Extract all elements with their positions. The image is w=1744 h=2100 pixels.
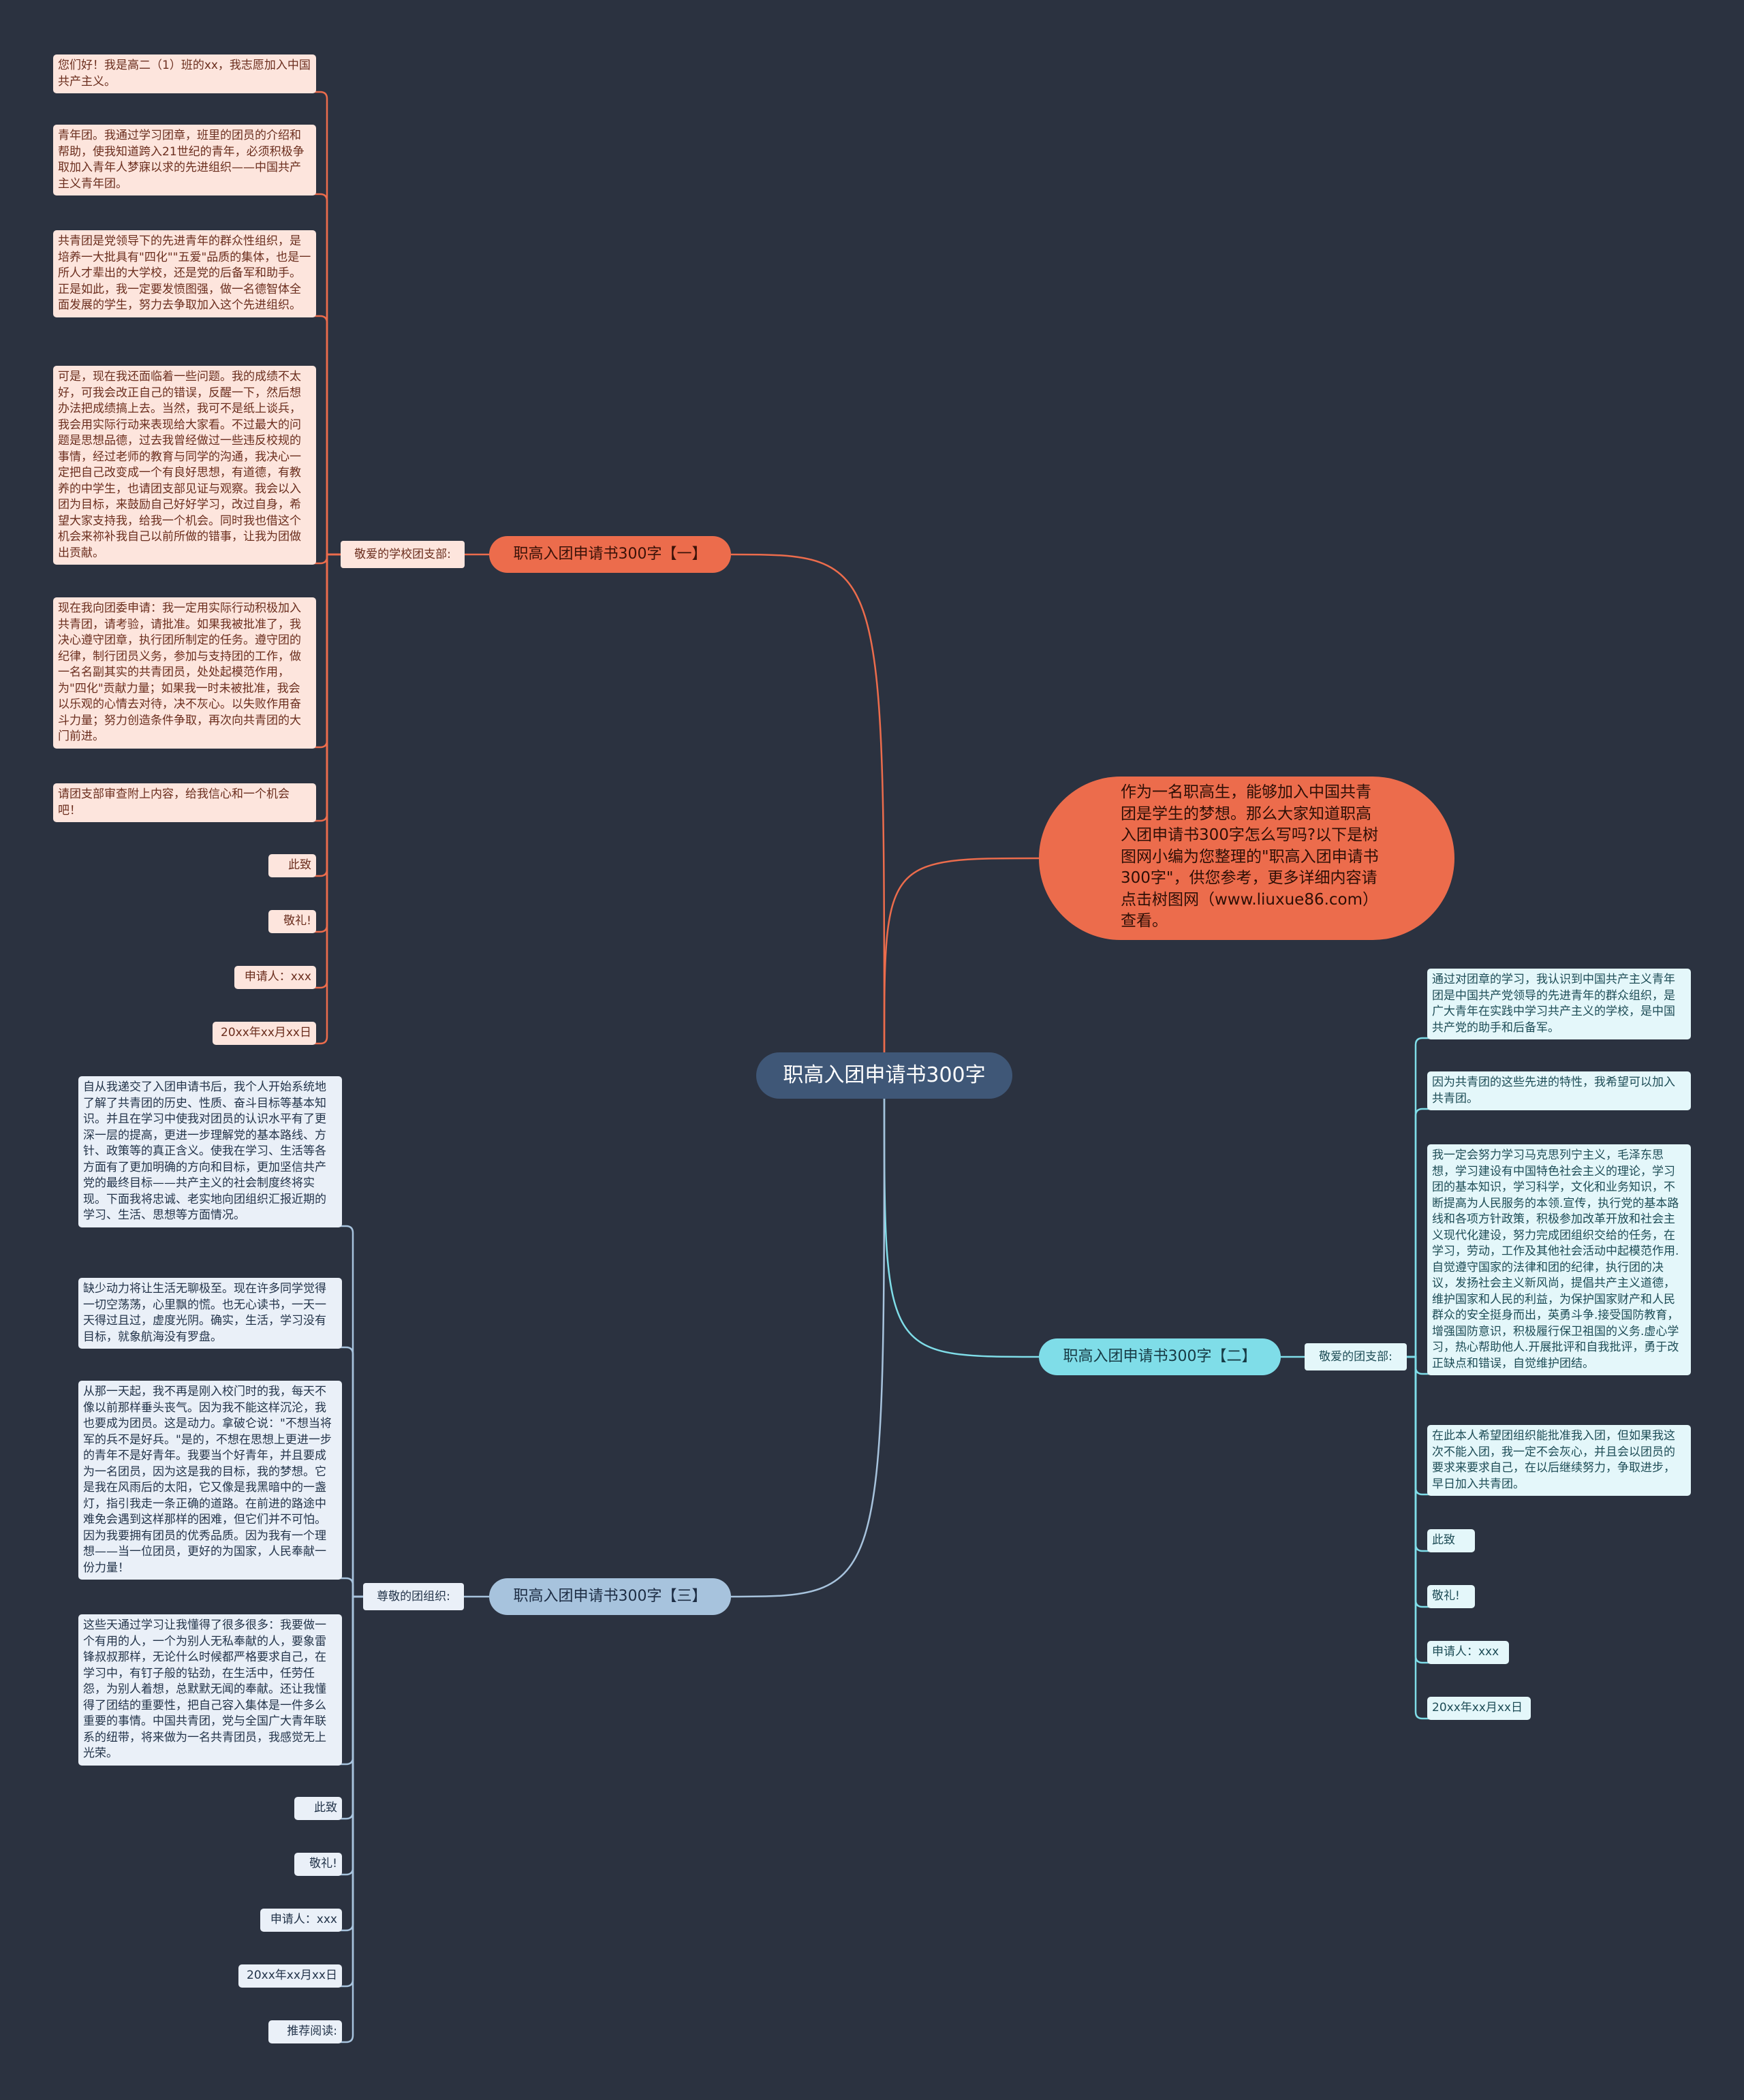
branch-1-item[interactable]: 共青团是党领导下的先进青年的群众性组织，是培养一大批具有"四化""五爱"品质的集… xyxy=(53,230,316,317)
edge-b2i6 xyxy=(1407,1355,1431,1664)
branch-1-item[interactable]: 20xx年xx月xx日 xyxy=(213,1022,316,1045)
edge-b1i1 xyxy=(312,193,341,556)
branch-2-salutation[interactable]: 敬爱的团支部: xyxy=(1305,1343,1407,1370)
branch-1-item[interactable]: 您们好！我是高二（1）班的xx，我志愿加入中国共产主义。 xyxy=(53,54,316,93)
edge-root-branch-3 xyxy=(730,1098,886,1598)
branch-1-topic[interactable]: 职高入团申请书300字【一】 xyxy=(489,536,731,573)
edge-b1i9 xyxy=(312,553,341,1045)
branch-3-salutation[interactable]: 尊敬的团组织: xyxy=(363,1583,464,1610)
branch-2-item[interactable]: 通过对团章的学习，我认识到中国共产主义青年团是中国共产党领导的先进青年的群众组织… xyxy=(1427,969,1691,1039)
edge-b3i0 xyxy=(338,1225,363,1598)
branch-1-item[interactable]: 可是，现在我还面临着一些问题。我的成绩不太好，可我会改正自己的错误，反醒一下，然… xyxy=(53,366,316,565)
edge-b3i8 xyxy=(338,1595,363,2043)
branch-2-item[interactable]: 我一定会努力学习马克思列宁主义，毛泽东思想，学习建设有中国特色社会主义的理论，学… xyxy=(1427,1144,1691,1375)
edge-b3i2 xyxy=(338,1577,363,1598)
intro-topic[interactable]: 作为一名职高生，能够加入中国共青团是学生的梦想。那么大家知道职高入团申请书300… xyxy=(1039,777,1454,940)
branch-1-item[interactable]: 请团支部审查附上内容，给我信心和一个机会吧！ xyxy=(53,783,316,822)
edge-b3i1 xyxy=(338,1346,363,1598)
branch-2-item[interactable]: 因为共青团的这些先进的特性，我希望可以加入共青团。 xyxy=(1427,1071,1691,1110)
branch-2-item[interactable]: 申请人：xxx xyxy=(1427,1641,1509,1664)
branch-3-item[interactable]: 缺少动力将让生活无聊极至。现在许多同学觉得一切空荡荡，心里飘的慌。也无心读书，一… xyxy=(78,1278,342,1349)
edge-root-intro xyxy=(883,857,1040,1053)
branch-2-item[interactable]: 20xx年xx月xx日 xyxy=(1427,1697,1531,1720)
branch-1-item[interactable]: 青年团。我通过学习团章，班里的团员的介绍和帮助，使我知道跨入21世纪的青年，必须… xyxy=(53,125,316,195)
branch-1-item[interactable]: 此致 xyxy=(268,854,316,877)
root-topic[interactable]: 职高入团申请书300字 xyxy=(756,1052,1012,1099)
branch-1-item[interactable]: 现在我向团委申请：我一定用实际行动积极加入共青团，请考验，请批准。如果我被批准了… xyxy=(53,597,316,749)
branch-3-item[interactable]: 此致 xyxy=(294,1797,342,1820)
edge-b2i0 xyxy=(1407,1037,1431,1358)
branch-1-salutation[interactable]: 敬爱的学校团支部: xyxy=(341,541,465,568)
edge-root-branch-1 xyxy=(730,553,886,1053)
branch-2-item[interactable]: 敬礼! xyxy=(1427,1585,1475,1608)
edge-root-branch-2 xyxy=(883,1098,1040,1358)
branch-3-item[interactable]: 这些天通过学习让我懂得了很多很多：我要做一个有用的人，一个为别人无私奉献的人，要… xyxy=(78,1614,342,1766)
branch-3-item[interactable]: 20xx年xx月xx日 xyxy=(238,1964,342,1988)
branch-2-item[interactable]: 此致 xyxy=(1427,1529,1475,1552)
edge-b2i7 xyxy=(1407,1355,1431,1720)
edge-b2i1 xyxy=(1407,1108,1431,1358)
branch-3-item[interactable]: 申请人：xxx xyxy=(260,1909,342,1932)
branch-3-item[interactable]: 敬礼! xyxy=(294,1853,342,1876)
branch-3-item[interactable]: 从那一天起，我不再是刚入校门时的我，每天不像以前那样垂头丧气。因为我不能这样沉沦… xyxy=(78,1381,342,1580)
edge-b1i2 xyxy=(312,315,341,556)
branch-2-item[interactable]: 在此本人希望团组织能批准我入团，但如果我这次不能入团，我一定不会灰心，并且会以团… xyxy=(1427,1425,1691,1496)
branch-1-item[interactable]: 敬礼! xyxy=(268,910,316,933)
branch-3-item[interactable]: 自从我递交了入团申请书后，我个人开始系统地了解了共青团的历史、性质、奋斗目标等基… xyxy=(78,1076,342,1227)
edge-b1i0 xyxy=(312,91,341,556)
branch-3-topic[interactable]: 职高入团申请书300字【三】 xyxy=(489,1578,731,1615)
branch-2-topic[interactable]: 职高入团申请书300字【二】 xyxy=(1039,1338,1281,1375)
branch-1-item[interactable]: 申请人：xxx xyxy=(234,966,316,989)
branch-3-item[interactable]: 推荐阅读: xyxy=(268,2020,342,2043)
